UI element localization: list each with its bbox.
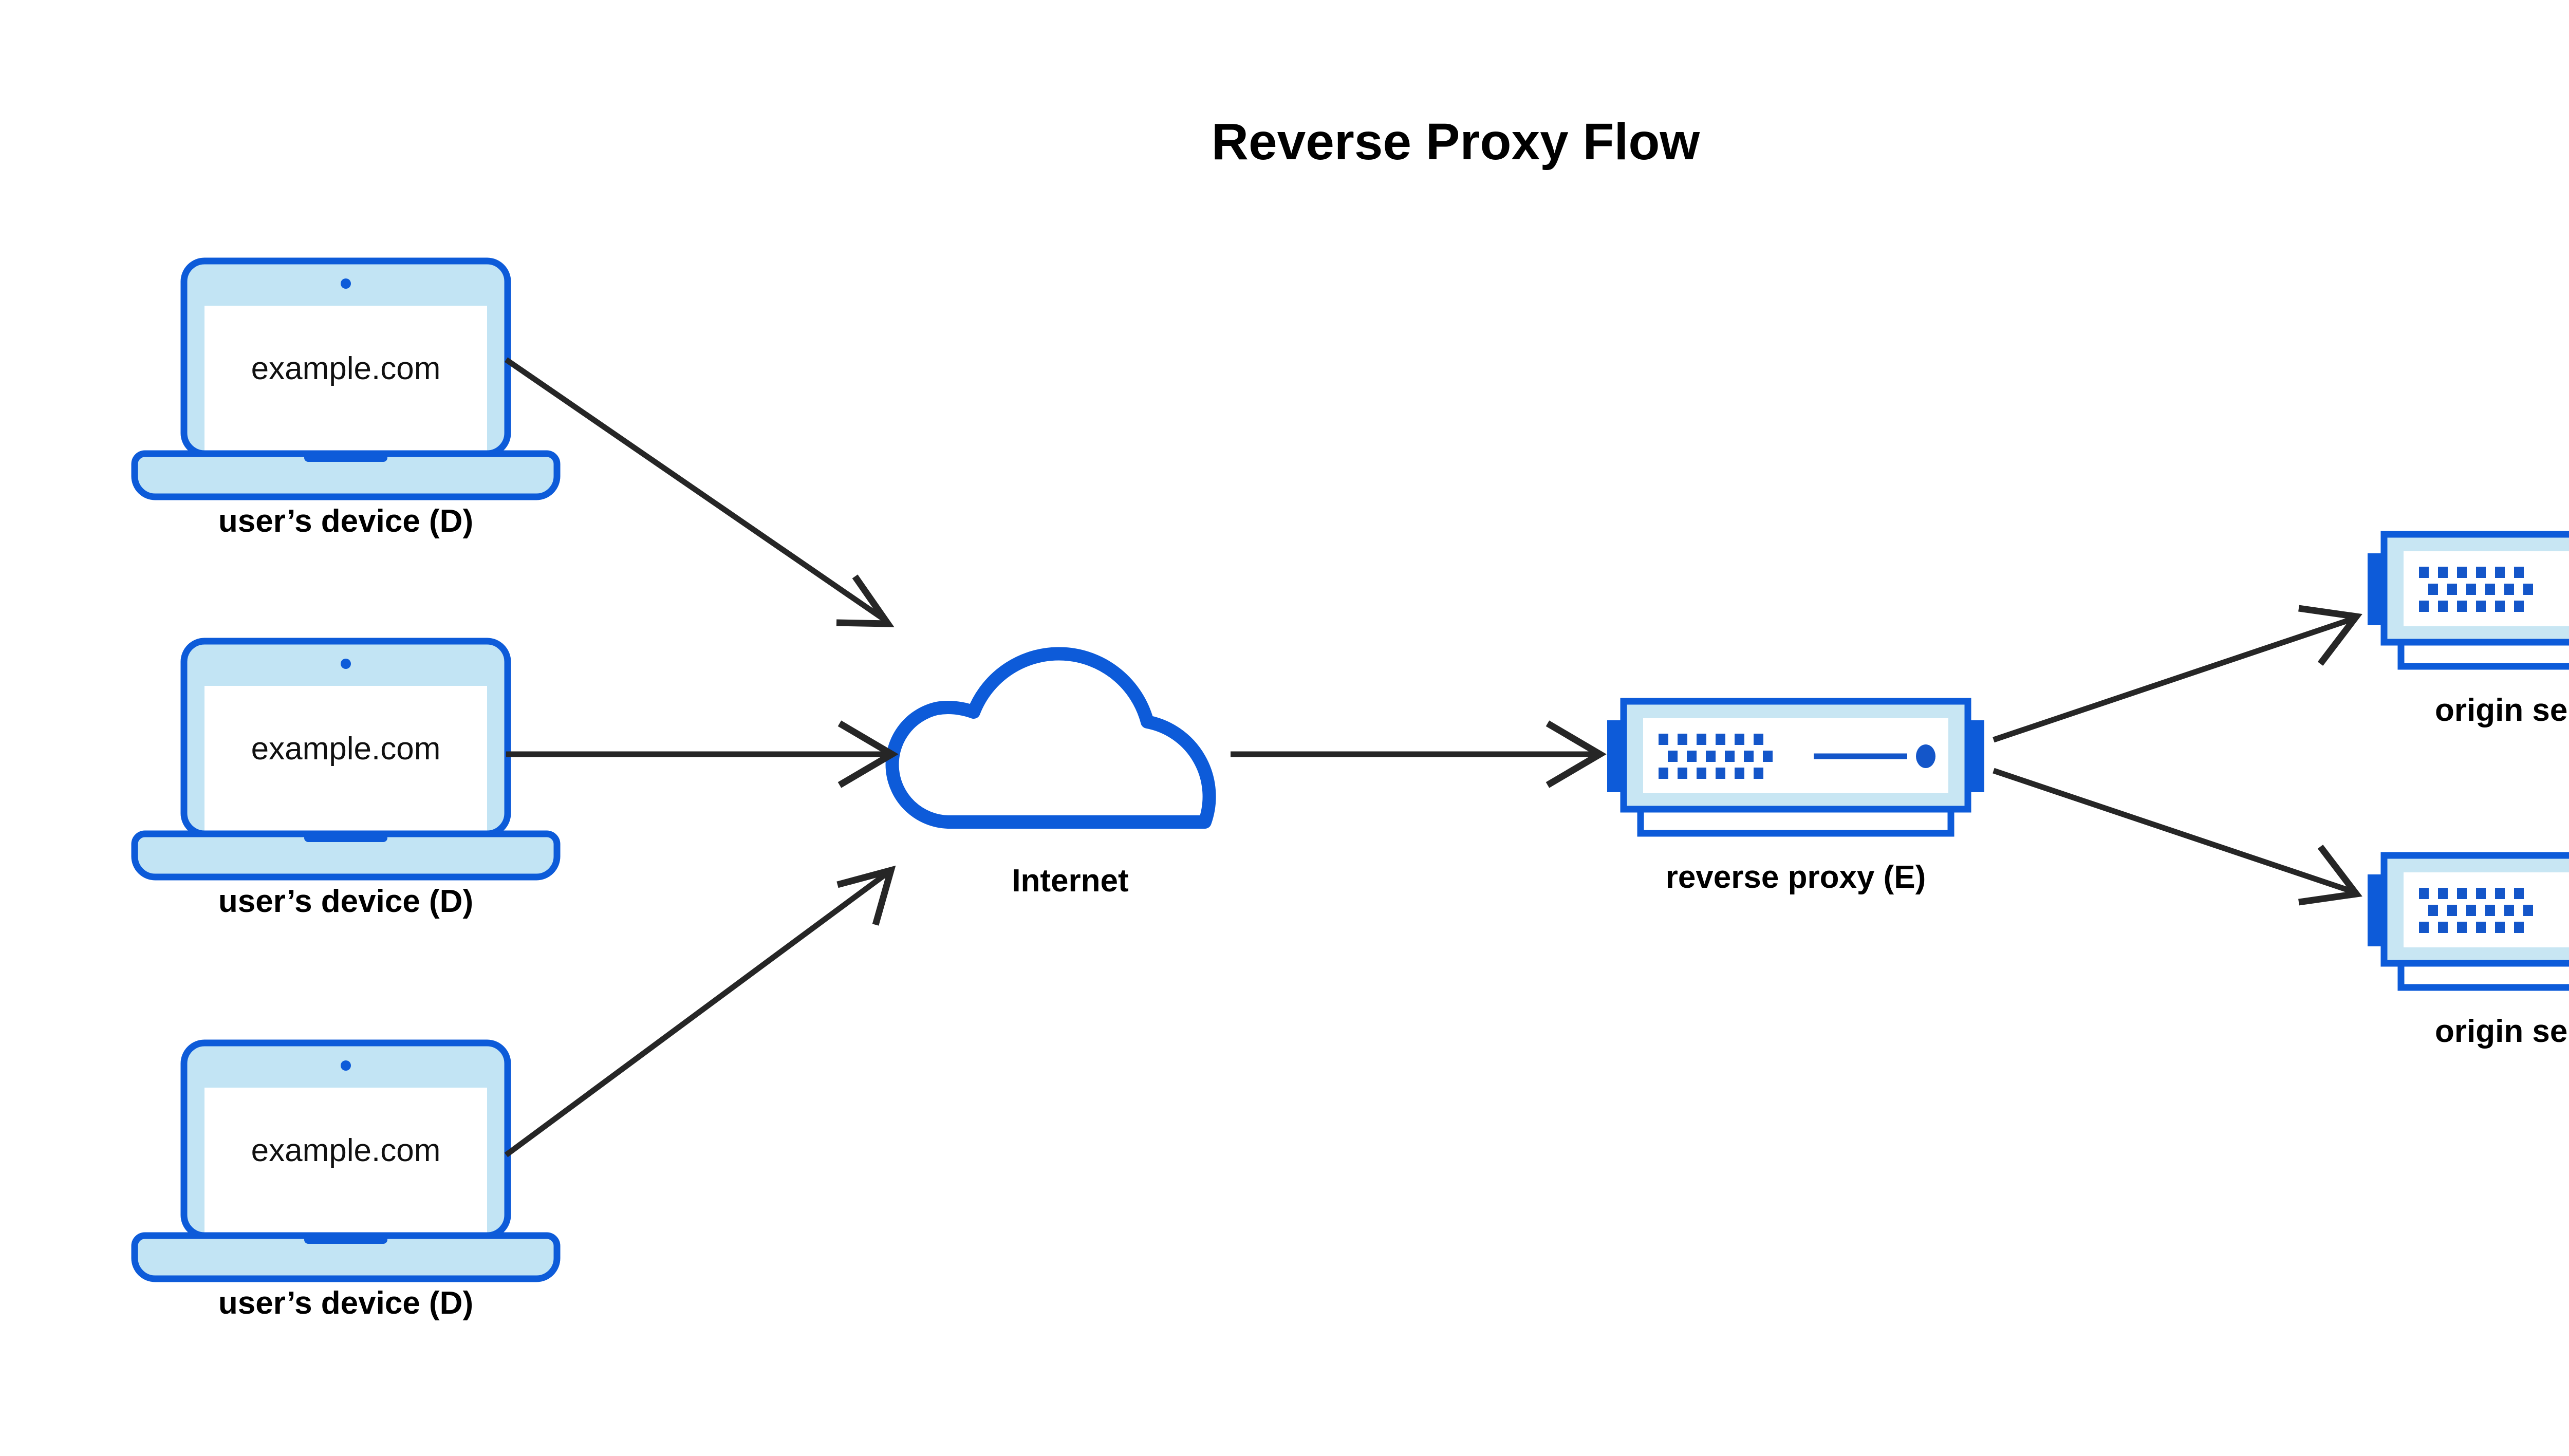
node-internet-cloud[interactable]: Internet	[885, 647, 1216, 899]
laptop-screen-text: example.com	[251, 1133, 441, 1168]
arrow-device-top-to-internet	[504, 357, 895, 627]
node-user-device-top[interactable]: example.com user’s device (D)	[131, 257, 561, 539]
camera-icon	[341, 659, 351, 669]
laptop-screen-text: example.com	[251, 731, 441, 767]
arrow-device-middle-to-internet	[506, 720, 899, 788]
laptop-trackpad-notch	[304, 454, 387, 462]
laptop-screen	[204, 306, 487, 453]
server-led-grid	[2419, 888, 2533, 933]
laptop-screen	[204, 686, 487, 833]
node-label-user-device-top: user’s device (D)	[218, 503, 473, 539]
arrow-internet-to-reverse-proxy	[1231, 720, 1607, 788]
server-led-grid	[2419, 567, 2533, 612]
server-status-led	[1916, 744, 1935, 768]
arrow-device-bottom-to-internet	[504, 865, 896, 1158]
node-user-device-middle[interactable]: example.com user’s device (D)	[131, 638, 561, 919]
arrow-reverse-proxy-to-origin-bottom	[1993, 768, 2362, 906]
node-origin-server-top[interactable]: origin server (F)	[2368, 531, 2569, 728]
laptop-base	[131, 1232, 561, 1282]
node-label-internet: Internet	[1012, 863, 1128, 899]
node-label-user-device-bottom: user’s device (D)	[218, 1285, 473, 1321]
laptop-screen-text: example.com	[251, 351, 441, 386]
arrow-reverse-proxy-to-origin-top	[1993, 605, 2362, 743]
node-reverse-proxy[interactable]: reverse proxy (E)	[1607, 698, 1984, 895]
node-label-origin-server-bottom: origin server (F)	[2435, 1014, 2569, 1049]
node-label-user-device-middle: user’s device (D)	[218, 884, 473, 919]
node-origin-server-bottom[interactable]: origin server (F)	[2368, 852, 2569, 1049]
cloud-icon	[885, 647, 1216, 829]
laptop-trackpad-notch	[304, 1236, 387, 1244]
camera-icon	[341, 278, 351, 289]
node-label-origin-server-top: origin server (F)	[2435, 693, 2569, 728]
server-led-grid	[1659, 734, 1773, 779]
laptop-base	[131, 450, 561, 500]
camera-icon	[341, 1060, 351, 1071]
node-label-reverse-proxy: reverse proxy (E)	[1666, 860, 1926, 895]
laptop-base	[131, 830, 561, 881]
laptop-screen	[204, 1088, 487, 1235]
page-title: Reverse Proxy Flow	[1212, 113, 1700, 171]
laptop-trackpad-notch	[304, 834, 387, 842]
node-user-device-bottom[interactable]: example.com user’s device (D)	[131, 1039, 561, 1321]
